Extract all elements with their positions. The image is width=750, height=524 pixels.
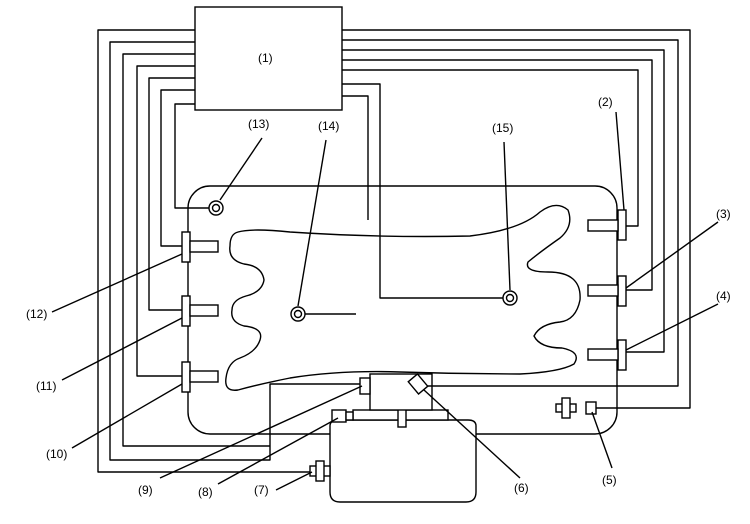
connector-10 <box>181 361 219 393</box>
label-9: (9) <box>138 483 153 497</box>
connector-12 <box>181 231 219 263</box>
sensor-13 <box>208 200 224 216</box>
component-5 <box>555 397 597 419</box>
wire-14 <box>342 95 369 220</box>
connector-3 <box>587 275 627 307</box>
sensor-15 <box>502 290 518 306</box>
label-13: (13) <box>248 117 269 131</box>
leader-15 <box>503 141 511 291</box>
leader-13 <box>219 137 263 201</box>
sensor-14 <box>290 306 306 322</box>
leader-12 <box>51 253 183 313</box>
wire-10 <box>342 49 665 353</box>
component-9 <box>359 377 371 395</box>
wire-5 <box>148 77 195 311</box>
label-14: (14) <box>318 119 339 133</box>
lower-tank <box>329 419 477 503</box>
label-11: (11) <box>36 379 56 393</box>
leader-14 <box>297 139 327 307</box>
leader-7 <box>275 471 313 491</box>
wire-7 <box>174 103 210 209</box>
wire-9 <box>342 39 679 387</box>
control-unit-box <box>194 6 343 111</box>
label-3: (3) <box>716 207 731 221</box>
label-1: (1) <box>258 51 273 65</box>
component-6 <box>407 373 429 395</box>
leader-9 <box>159 385 363 479</box>
label-5: (5) <box>602 473 617 487</box>
leader-4 <box>625 303 719 351</box>
wire-8 <box>342 29 691 409</box>
label-8: (8) <box>198 485 213 499</box>
wire-2 <box>109 41 364 461</box>
inner-duct-outline <box>225 204 581 391</box>
leader-3 <box>625 221 719 289</box>
label-10: (10) <box>46 447 67 461</box>
connector-4 <box>587 339 627 371</box>
label-7: (7) <box>254 483 269 497</box>
leader-8 <box>217 417 339 485</box>
connector-11 <box>181 295 219 327</box>
leader-11 <box>61 317 183 381</box>
connector-2 <box>587 209 627 241</box>
label-15: (15) <box>492 121 513 135</box>
wire-3 <box>122 53 270 447</box>
leader-6 <box>423 389 521 479</box>
leader-10 <box>71 383 183 449</box>
wire-11 <box>342 59 653 291</box>
label-6: (6) <box>514 481 529 495</box>
leader-5 <box>591 411 613 469</box>
leader-2 <box>615 111 625 211</box>
wire-6 <box>160 89 195 247</box>
label-12: (12) <box>26 307 47 321</box>
wire-1 <box>97 29 318 473</box>
component-7 <box>309 460 331 482</box>
wire-12 <box>342 69 639 227</box>
wire-4 <box>136 65 195 377</box>
wire-13 <box>342 83 510 299</box>
label-4: (4) <box>716 289 731 303</box>
label-2: (2) <box>598 95 613 109</box>
